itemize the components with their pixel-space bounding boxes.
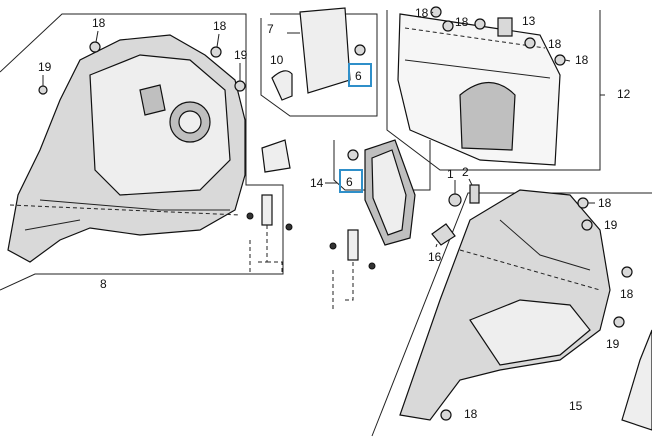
clip-10	[271, 70, 293, 101]
frame-part-7	[260, 13, 378, 117]
callout-19: 19	[234, 48, 248, 62]
callout-8: 8	[100, 277, 107, 291]
fastener-1	[448, 193, 462, 207]
callout-18: 18	[415, 6, 429, 20]
callout-18: 18	[464, 407, 478, 421]
quarter-trim-right	[399, 189, 611, 421]
cover-7	[299, 7, 351, 94]
quarter-trim-left	[7, 34, 246, 263]
callout-6: 6	[346, 175, 353, 189]
frame-part-8	[0, 13, 284, 291]
callout-7: 7	[267, 22, 274, 36]
callout-18: 18	[455, 15, 469, 29]
bracket-right	[329, 229, 376, 310]
edge-trim	[621, 329, 652, 431]
clip-16	[431, 223, 456, 246]
callout-19: 19	[606, 337, 620, 351]
callout-13: 13	[522, 14, 536, 28]
callout-19: 19	[38, 60, 52, 74]
callout-1: 1	[447, 167, 454, 181]
callout-18: 18	[620, 287, 634, 301]
frame-part-14	[333, 140, 431, 191]
highlight-6-top	[348, 63, 372, 87]
callout-18: 18	[548, 37, 562, 51]
callout-12: 12	[617, 87, 631, 101]
trim-piece	[261, 139, 291, 173]
callout-18: 18	[575, 53, 589, 67]
fasteners-18-19	[38, 6, 633, 421]
callout-18: 18	[92, 16, 106, 30]
callout-14: 14	[310, 176, 324, 190]
callout-2: 2	[462, 165, 469, 179]
bracket-left	[246, 194, 293, 275]
callout-18: 18	[598, 196, 612, 210]
callout-19: 19	[604, 218, 618, 232]
clip-13	[497, 17, 513, 37]
fastener-2	[469, 184, 480, 204]
highlight-6-mid	[339, 169, 363, 193]
vent-grille	[364, 139, 416, 246]
callout-16: 16	[428, 250, 442, 264]
rear-panel-12	[397, 13, 561, 166]
frame-part-15	[371, 192, 652, 437]
callout-6: 6	[355, 69, 362, 83]
callout-18: 18	[213, 19, 227, 33]
clip-6-mid	[347, 149, 359, 161]
frame-part-12	[386, 10, 601, 171]
callout-10: 10	[270, 53, 284, 67]
clip-6-top	[354, 44, 366, 56]
callout-15: 15	[569, 399, 583, 413]
